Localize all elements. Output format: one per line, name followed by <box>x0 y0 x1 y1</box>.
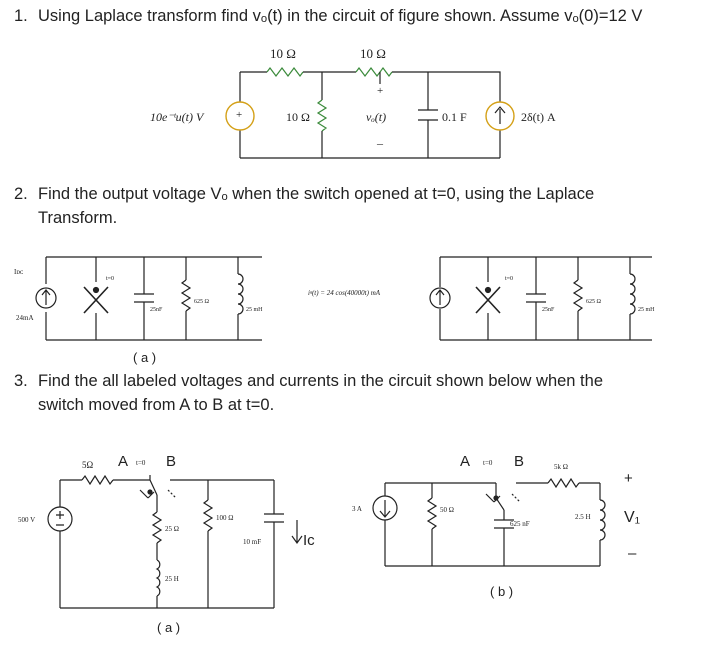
fig1-vo-minus: – <box>376 136 384 150</box>
question-3: 3. Find the all labeled voltages and curr… <box>14 369 709 417</box>
fig3b-a: A <box>460 453 470 470</box>
fig2-ind-a: 25 mH <box>246 307 263 313</box>
fig2-res-a: 625 Ω <box>194 299 210 305</box>
fig3a-caption: ( a ) <box>157 620 180 635</box>
fig3b-caption: ( b ) <box>490 584 513 599</box>
fig3b-plus: + <box>624 470 633 487</box>
figure-2-left-circuit <box>45 256 262 341</box>
fig3a-b: B <box>166 453 176 470</box>
figure-3b-circuit <box>384 477 606 567</box>
fig1-vo-plus: + <box>377 85 383 97</box>
question-2: 2. Find the output voltage Vₒ when the sw… <box>14 182 709 230</box>
fig3b-c625: 625 nF <box>510 520 530 528</box>
voltage-source-icon <box>225 101 255 131</box>
figure-2-right-circuit <box>439 256 652 341</box>
fig3a-a: A <box>118 453 128 470</box>
question-3-number: 3. <box>14 372 28 390</box>
fig3a-l25: 25 H <box>165 575 179 583</box>
fig1-source-v: 10e⁻ᵗu(t) V <box>150 110 205 124</box>
current-source-icon <box>485 101 515 131</box>
question-3-line-2: switch moved from A to B at t=0. <box>38 396 275 414</box>
fig3b-minus: – <box>628 545 637 562</box>
question-1-text: Using Laplace transform find vₒ(t) in th… <box>38 7 643 25</box>
fig2-ind-b: 25 mH <box>638 307 655 313</box>
fig3b-r5k: 5k Ω <box>554 463 568 471</box>
fig3b-l25: 2.5 H <box>575 513 591 521</box>
fig3a-t0: t=0 <box>136 459 146 467</box>
fig3a-r5: 5Ω <box>82 460 94 470</box>
fig1-r-middle: 10 Ω <box>286 110 310 124</box>
fig1-r-top-right: 10 Ω <box>360 46 386 61</box>
fig3b-v1: V₁ <box>624 509 640 526</box>
fig2-i24: 24mA <box>16 314 34 322</box>
question-2-line-1: Find the output voltage Vₒ when the swit… <box>38 185 595 203</box>
fig3a-c10: 10 mF <box>243 538 261 546</box>
question-2-number: 2. <box>14 185 28 203</box>
fig2-caption: ( a ) <box>133 350 156 365</box>
fig1-r-top-left: 10 Ω <box>270 46 296 61</box>
fig2-cap-a: 25nF <box>150 307 163 313</box>
fig1-source-plus: + <box>236 109 242 121</box>
question-1-number: 1. <box>14 7 28 25</box>
fig3b-t0: t=0 <box>483 459 493 467</box>
fig1-cap: 0.1 F <box>442 110 467 124</box>
current-source-icon-2a <box>35 287 57 309</box>
fig1-source-i: 2δ(t) A <box>521 110 556 124</box>
fig3a-r100: 100 Ω <box>216 514 233 522</box>
fig3a-ic: Iᴄ <box>303 532 315 549</box>
fig2-t0-a: t=0 <box>106 276 114 282</box>
question-3-line-1: Find the all labeled voltages and curren… <box>38 372 603 390</box>
fig3a-v500: 500 V <box>18 516 35 524</box>
current-source-icon-2b <box>429 287 451 309</box>
figure-1-circuit <box>239 67 501 159</box>
fig2-ig: iᵍ(t) = 24 cos(40000t) mA <box>308 289 381 297</box>
voltage-source-icon-3a <box>47 506 73 532</box>
fig2-t0-b: t=0 <box>505 276 513 282</box>
fig3b-r50: 50 Ω <box>440 506 454 514</box>
fig2-res-b: 625 Ω <box>586 299 602 305</box>
fig3b-i3: 3 A <box>352 505 362 513</box>
question-1: 1. Using Laplace transform find vₒ(t) in … <box>14 4 709 28</box>
fig1-vo-label: vₒ(t) <box>366 110 386 124</box>
figure-3a-circuit <box>59 474 303 609</box>
current-source-icon-3b <box>372 495 398 521</box>
question-2-line-2: Transform. <box>38 209 118 227</box>
fig2-cap-b: 25nF <box>542 307 555 313</box>
fig2-idc: Iᴅᴄ <box>14 268 24 276</box>
fig3b-b: B <box>514 453 524 470</box>
fig3a-r25: 25 Ω <box>165 525 179 533</box>
